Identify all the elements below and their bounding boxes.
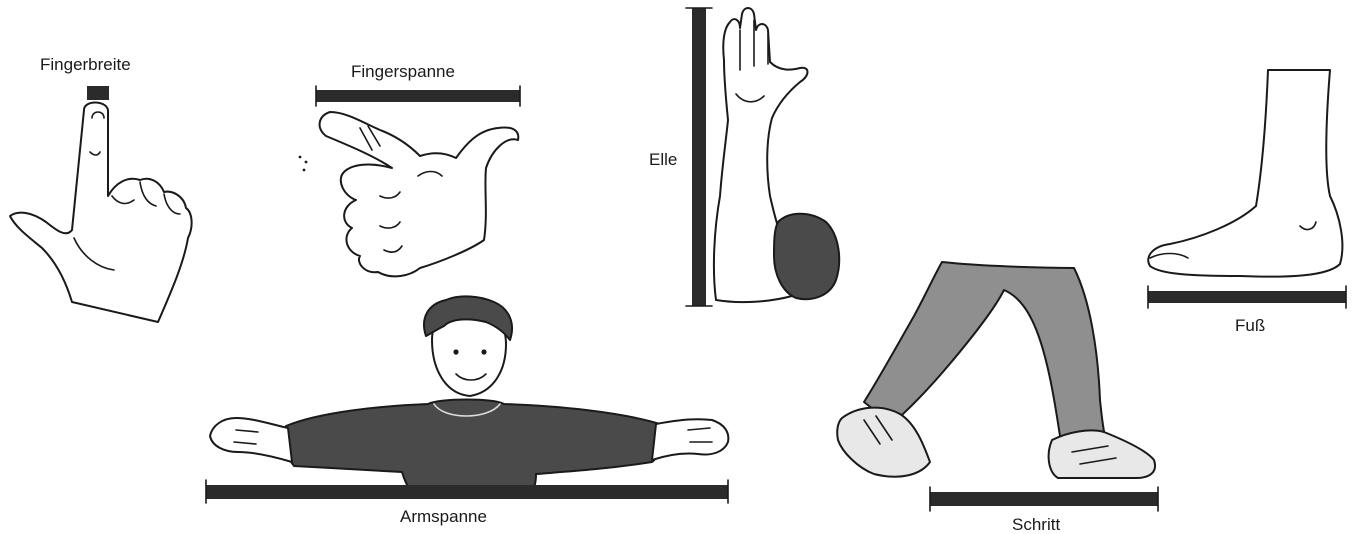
fingerspanne-hand-drawing <box>299 86 520 276</box>
fuss-foot-drawing <box>1148 70 1346 308</box>
schritt-legs-drawing <box>837 262 1158 511</box>
armspanne-bar <box>206 485 728 499</box>
fingerbreite-hand-drawing <box>10 86 192 322</box>
fuss-bar <box>1148 291 1346 303</box>
elle-arm-drawing <box>686 8 839 306</box>
schritt-bar <box>930 492 1158 506</box>
armspanne-boy-drawing <box>206 296 728 503</box>
elle-bar <box>692 8 706 306</box>
fingerspanne-bar <box>316 90 520 102</box>
fingerbreite-bar <box>87 86 109 100</box>
